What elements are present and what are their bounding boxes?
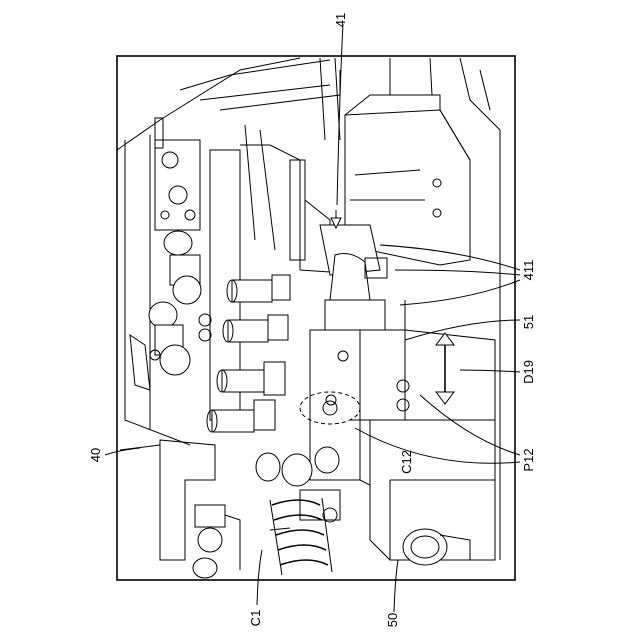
- label-d19: D19: [521, 360, 536, 384]
- label-40: 40: [88, 448, 103, 462]
- label-50: 50: [385, 613, 400, 627]
- label-51: 51: [521, 315, 536, 329]
- label-411: 411: [521, 260, 536, 281]
- label-41: 41: [333, 13, 348, 27]
- label-p12: P12: [521, 448, 536, 471]
- mechanism-drawing: [117, 58, 500, 578]
- label-c12: C12: [399, 450, 414, 474]
- label-c1: C1: [248, 610, 263, 627]
